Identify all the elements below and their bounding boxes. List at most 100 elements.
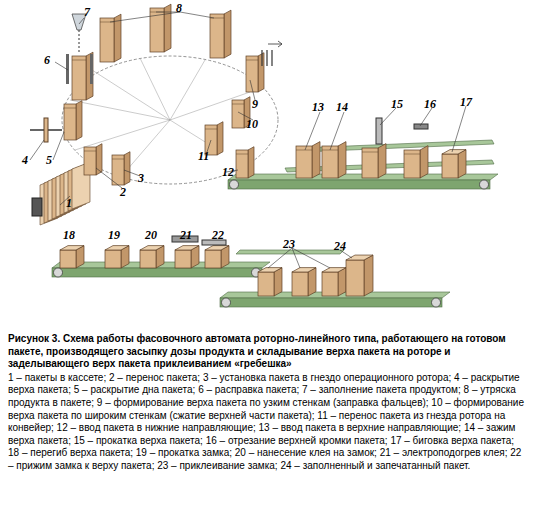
caption-block: Рисунок 3. Схема работы фасовочного авто…: [8, 333, 526, 473]
belt-front: [228, 180, 490, 189]
packet-front: [205, 250, 221, 268]
packet: [105, 246, 129, 268]
callout-number: 22: [212, 229, 224, 241]
leader-line: [96, 168, 122, 188]
callout-number: 18: [63, 229, 75, 241]
belt-front: [52, 268, 262, 277]
callout-number: 24: [334, 240, 346, 252]
roller: [230, 180, 239, 189]
packet-top: [105, 246, 129, 250]
packet: [100, 14, 121, 62]
leader-line: [330, 112, 344, 150]
packet: [60, 246, 84, 268]
rotor-path: [62, 56, 278, 184]
packet-fold: [404, 154, 420, 155]
packet-fold: [296, 150, 312, 151]
leader-line: [380, 108, 396, 125]
packet-front: [105, 250, 121, 268]
leader-line: [268, 248, 292, 268]
packet-top: [442, 150, 466, 154]
packet-fold: [236, 154, 248, 155]
opening-tool: [44, 118, 48, 142]
packet-front: [84, 147, 96, 175]
packet-fold: [112, 159, 124, 160]
packet-fold: [362, 152, 378, 153]
packet: [205, 246, 229, 268]
packet-front: [64, 104, 76, 140]
folding-finger: [266, 50, 267, 66]
belt-front: [220, 298, 442, 307]
rotor-spoke: [75, 120, 170, 150]
callout-number: 19: [108, 229, 120, 241]
packet-side: [458, 150, 466, 178]
packet-top: [346, 255, 373, 260]
callout-number: 7: [84, 6, 90, 18]
folding-finger: [271, 50, 272, 66]
illustration: [0, 0, 534, 330]
caption-legend-text: 1 – пакеты в кассете; 2 – перенос пакета…: [8, 372, 526, 473]
packet-fold: [205, 129, 217, 130]
leader-line: [53, 132, 64, 160]
roller: [222, 298, 231, 307]
packet-top: [140, 246, 164, 250]
roller: [432, 298, 441, 307]
packet: [404, 146, 428, 178]
leader-line: [124, 170, 140, 176]
packet: [246, 53, 264, 92]
folding-finger: [261, 50, 262, 66]
callout-number: 16: [424, 98, 436, 110]
rotor-spoke: [70, 100, 170, 120]
packet-front: [296, 146, 312, 178]
packet-front: [236, 150, 248, 178]
packet-fold: [64, 108, 76, 109]
rotor-spoke: [170, 60, 205, 120]
packet-front: [258, 272, 274, 296]
packet-front: [362, 148, 378, 178]
packet: [322, 142, 346, 178]
roller-tool: [376, 118, 382, 144]
packet: [64, 101, 82, 140]
callout-number: 14: [336, 101, 348, 113]
callout-number: 2: [120, 186, 126, 198]
callout-number: 9: [252, 98, 258, 110]
figure-caption: Рисунок 3. Схема работы фасовочного авто…: [8, 333, 526, 371]
packet-side: [164, 4, 171, 52]
guide-rail: [236, 250, 344, 254]
dosing-funnel: [72, 14, 86, 30]
cassette-drive: [32, 198, 42, 216]
packet-side: [224, 10, 231, 58]
packet: [322, 268, 346, 296]
callout-number: 12: [222, 166, 234, 178]
leader-line: [452, 106, 466, 152]
packet: [112, 152, 130, 185]
packet-front: [60, 250, 76, 268]
packet-top: [258, 268, 282, 272]
packet: [442, 150, 466, 178]
packet-front: [322, 272, 338, 296]
leader-line: [55, 62, 68, 70]
callout-number: 15: [391, 98, 403, 110]
packet-front: [100, 18, 114, 62]
packet: [362, 144, 386, 178]
packet-fold: [246, 60, 258, 61]
packet-side: [312, 142, 320, 178]
packet-front: [175, 250, 191, 268]
motion-arrow: [268, 41, 282, 47]
leader-line: [30, 140, 44, 160]
roller: [54, 268, 63, 277]
rotor-spoke: [92, 70, 170, 120]
packet-front: [112, 155, 124, 185]
product-stream: [79, 30, 80, 52]
leader-line: [79, 18, 84, 24]
packet: [140, 246, 164, 268]
packet-side: [76, 101, 82, 140]
callout-number: 23: [283, 238, 295, 250]
packet-side: [217, 122, 223, 155]
packet-front: [322, 146, 338, 178]
packet: [72, 52, 93, 100]
packet-side: [86, 52, 93, 100]
callout-number: 6: [44, 54, 50, 66]
packet-side: [248, 147, 254, 178]
packet-front: [292, 272, 308, 296]
